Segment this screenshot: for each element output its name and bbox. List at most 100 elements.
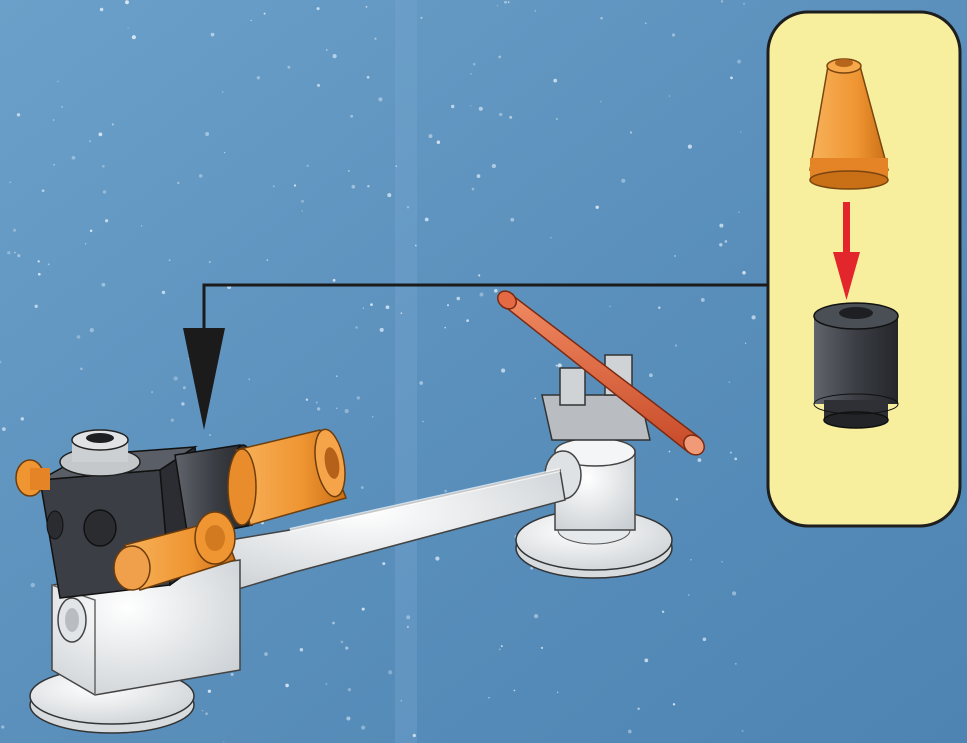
star <box>300 648 304 652</box>
star <box>202 710 203 711</box>
star <box>332 622 335 625</box>
fold-line <box>395 0 417 743</box>
star <box>470 105 471 106</box>
star <box>550 237 551 238</box>
star <box>306 165 308 167</box>
star <box>732 591 736 595</box>
star <box>35 305 38 308</box>
star <box>396 165 398 167</box>
star <box>48 263 50 265</box>
star <box>370 303 373 306</box>
star <box>534 614 538 618</box>
star <box>435 557 439 561</box>
star <box>721 0 723 2</box>
star <box>38 273 41 276</box>
star <box>151 391 153 393</box>
star <box>306 399 308 401</box>
star <box>478 274 480 276</box>
star <box>99 133 103 137</box>
star <box>407 206 409 208</box>
star <box>386 305 390 309</box>
star <box>273 185 275 187</box>
star <box>188 358 189 359</box>
star <box>419 381 423 385</box>
star <box>13 229 16 232</box>
star <box>125 0 129 4</box>
star <box>451 105 454 108</box>
star <box>100 8 104 12</box>
star <box>7 251 10 254</box>
star <box>751 315 755 319</box>
star <box>406 615 410 619</box>
star <box>596 206 599 209</box>
star <box>199 174 203 178</box>
star <box>77 335 81 339</box>
star <box>2 427 6 431</box>
star <box>224 152 225 153</box>
star <box>730 451 732 453</box>
star <box>267 259 268 260</box>
star <box>628 730 632 734</box>
star <box>31 583 35 587</box>
callout-dark-round-brick <box>814 303 898 428</box>
star <box>141 225 142 226</box>
star <box>366 6 368 8</box>
star <box>14 252 16 254</box>
star <box>21 417 24 420</box>
star <box>317 84 320 87</box>
star <box>209 434 211 436</box>
star <box>348 688 351 691</box>
star <box>401 312 403 314</box>
star <box>80 368 83 371</box>
star <box>205 132 209 136</box>
star <box>169 259 171 261</box>
star <box>363 307 364 308</box>
star <box>509 116 512 119</box>
star <box>53 164 55 166</box>
star <box>264 13 266 15</box>
star <box>688 145 692 149</box>
star <box>85 243 87 245</box>
star <box>676 498 678 500</box>
star <box>742 271 746 275</box>
star <box>285 684 289 688</box>
star <box>541 647 543 649</box>
star <box>600 101 602 103</box>
star <box>42 189 45 192</box>
star <box>367 185 369 187</box>
star <box>721 561 723 563</box>
star <box>61 106 63 108</box>
star <box>508 1 510 3</box>
star <box>742 730 744 732</box>
star <box>745 343 746 344</box>
star <box>558 363 562 367</box>
star <box>510 218 514 222</box>
star <box>301 200 304 203</box>
star <box>127 27 128 28</box>
star <box>9 182 11 184</box>
star <box>205 712 208 715</box>
star <box>501 369 505 373</box>
star <box>333 279 336 282</box>
star <box>609 305 610 306</box>
star <box>387 193 391 197</box>
star <box>673 703 675 705</box>
star <box>53 119 55 121</box>
star <box>730 77 733 80</box>
star <box>248 378 249 379</box>
star <box>181 402 184 405</box>
star <box>362 608 365 611</box>
star <box>317 407 320 410</box>
star <box>488 697 489 698</box>
star <box>738 211 740 213</box>
star <box>456 297 460 301</box>
star <box>466 319 469 322</box>
star <box>499 113 502 116</box>
star <box>504 1 507 4</box>
star <box>690 559 692 561</box>
star <box>497 5 498 6</box>
star <box>444 490 447 493</box>
star <box>553 79 557 83</box>
star <box>425 218 429 222</box>
